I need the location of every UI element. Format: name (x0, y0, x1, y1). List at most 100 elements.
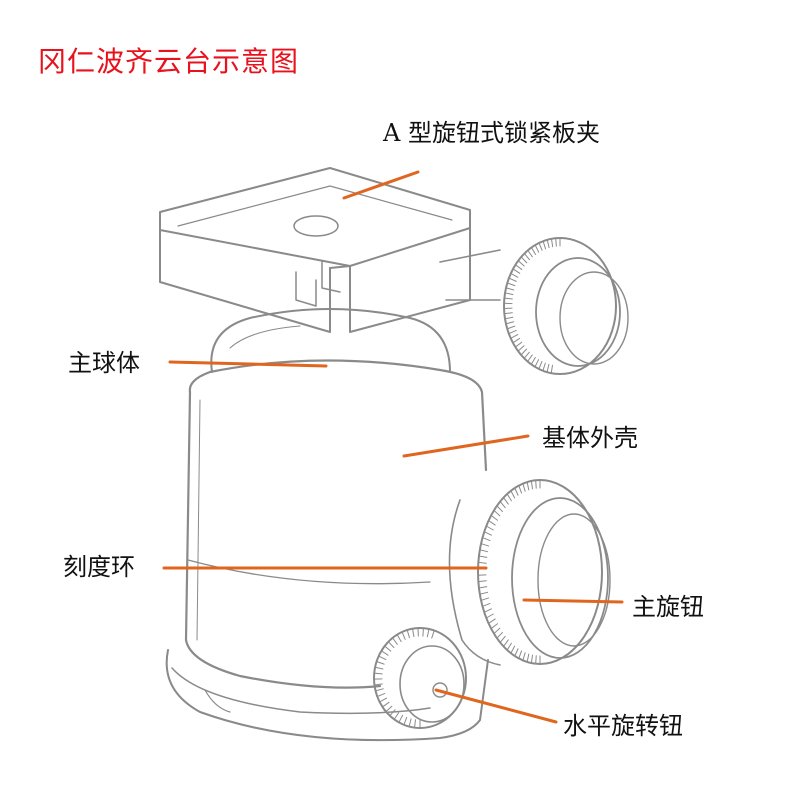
knurl-ridge (431, 629, 435, 639)
knurl-ridge (393, 712, 400, 720)
knurl-ridge (373, 672, 383, 675)
knurl-ridge (503, 497, 509, 505)
knurl-ridge (522, 652, 526, 661)
knurl-ridge (412, 628, 415, 638)
knurl-ridge (515, 264, 523, 271)
scale-ring (187, 559, 431, 585)
knurl-ridge (514, 341, 523, 348)
knurl-ridge (512, 337, 521, 344)
knurl-ridge (496, 631, 503, 639)
diagram-title: 冈仁波齐云台示意图 (38, 45, 300, 78)
knurl-ridge (477, 561, 487, 564)
knurl-ridge (527, 354, 533, 362)
knurl-ridge (542, 362, 546, 372)
knurl-ridge (546, 239, 550, 249)
knurl-ridge (520, 348, 528, 356)
knurl-ridge (530, 247, 536, 255)
knurl-ridge (522, 483, 526, 492)
knurl-ridge (534, 244, 540, 253)
knurl-ridge (483, 531, 492, 536)
knurl-ridge (373, 683, 383, 686)
knurl-ridge (478, 586, 488, 589)
knurl-ridge (538, 361, 543, 370)
knurl-ridge (504, 292, 514, 295)
knurl-ridge (376, 693, 386, 698)
clamp-top (159, 167, 471, 267)
knurl-ridge (479, 591, 489, 595)
knurl-ridge (526, 653, 530, 663)
knurl-ridge (538, 242, 543, 251)
knurl-ridge (535, 655, 537, 665)
knurl-ridge (483, 608, 492, 613)
knurl-ridge (381, 701, 390, 708)
knurl-ridge (496, 505, 503, 513)
knurl-ridge (506, 325, 516, 330)
knurl-ridge (389, 709, 396, 717)
knurl-ridge (403, 716, 408, 726)
body-shell (188, 359, 488, 472)
knurl-ridge (384, 645, 392, 652)
knurl-ridge (503, 639, 509, 647)
knurl-ridge (514, 487, 519, 496)
knurl-ridge (488, 520, 496, 526)
knurl-ridge (517, 345, 525, 352)
label-main-ball: 主球体 (68, 349, 140, 377)
knurl-ridge (378, 655, 387, 661)
knurl-ridge (490, 623, 498, 630)
knurl-ridge (493, 627, 501, 635)
knurl-ridge (490, 514, 498, 521)
knurl-ridge (485, 525, 494, 531)
knurl-ridge (488, 618, 496, 624)
body-shell-left (184, 390, 382, 689)
knurl-ridge (505, 321, 515, 325)
knurl-ridge (518, 485, 523, 494)
knurl-ridge (506, 642, 512, 651)
knurl-ridge (514, 648, 519, 657)
knurl-ridge (376, 661, 385, 665)
clamp-screw-hole (293, 215, 339, 237)
label-main-knob: 主旋钮 (632, 593, 704, 621)
knurl-ridge (550, 238, 554, 248)
knurl-ridge (499, 501, 506, 509)
clamp-side (329, 227, 471, 333)
knurl-ridge (510, 272, 519, 278)
knurl-ridge (385, 705, 393, 713)
knurl-ridge (398, 714, 404, 723)
knurl-ridge (499, 635, 506, 643)
knurl-ridge (480, 543, 490, 547)
leader-body (402, 434, 530, 458)
knurl-ridge (518, 650, 523, 659)
knurl-ridge (408, 718, 412, 728)
knurl-ridge (482, 602, 491, 607)
leader-pan-knob (434, 688, 558, 724)
leader-clamp (342, 170, 420, 200)
knurl-ridge (546, 363, 550, 373)
clamp-front (159, 229, 331, 333)
knurl-ridge (510, 334, 519, 339)
knurl-ridge (535, 479, 537, 489)
knurl-ridge (422, 627, 424, 637)
label-clamp: A 型旋钮式锁紧板夹 (383, 119, 600, 147)
knurl-ridge (387, 641, 395, 649)
knurl-ridge (517, 260, 525, 267)
knurl-ridge (512, 268, 521, 274)
leader-ball (168, 360, 328, 368)
knurl-ridge (406, 629, 410, 639)
knurl-ridge (526, 481, 530, 491)
knurl-ridge (479, 549, 489, 553)
knurl-ridge (530, 356, 536, 365)
base-foot-lip (171, 667, 431, 715)
knurl-ridge (506, 493, 512, 502)
knurl-ridge (530, 480, 533, 490)
knurl-ridge (396, 634, 402, 643)
knurl-ridge (374, 666, 384, 670)
knurl-ridge (493, 509, 501, 517)
knurl-ridge (375, 688, 384, 692)
label-pan-knob: 水平旋转钮 (563, 712, 683, 740)
knurl-ridge (480, 597, 490, 601)
knurl-ridge (379, 697, 388, 703)
knurl-ridge (510, 490, 516, 499)
knurl-ridge (527, 249, 533, 258)
knurl-ridge (508, 277, 517, 282)
